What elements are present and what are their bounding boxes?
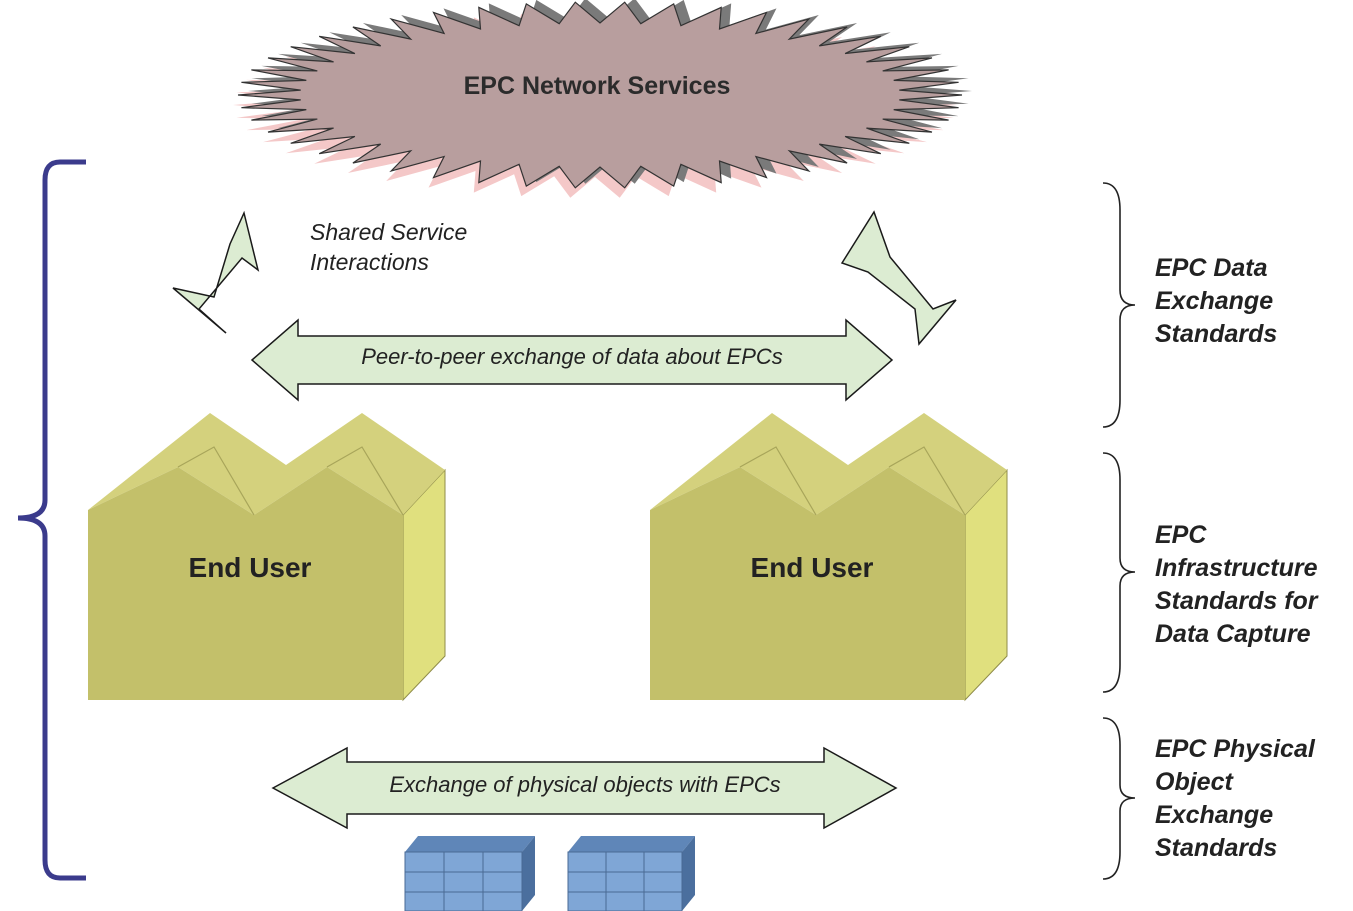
layer-label-line: Exchange [1155, 287, 1273, 315]
bracket-infrastructure [1102, 452, 1136, 693]
peer-to-peer-label: Peer-to-peer exchange of data about EPCs [361, 344, 783, 369]
layer-label-line: Object [1155, 768, 1234, 796]
layer-label-line: EPC [1155, 521, 1207, 549]
end-user-factory-left: End User [88, 413, 446, 702]
cloud-shape [237, 1, 963, 189]
outer-bracket [17, 159, 86, 881]
bracket-data-exchange [1102, 182, 1136, 428]
shared-service-arrow-right [840, 210, 957, 346]
bracket-physical-object [1102, 717, 1136, 880]
physical-exchange-arrow [271, 746, 898, 830]
layer-label-line: Standards [1155, 320, 1277, 348]
shared-service-arrow-left [172, 210, 260, 334]
physical-object-box-left [404, 836, 535, 911]
layer-label-data-exchange: EPC Data Exchange Standards [1155, 254, 1277, 348]
network-services-label: EPC Network Services [464, 72, 731, 100]
layer-label-line: Standards for [1155, 587, 1319, 615]
end-user-label-left: End User [189, 552, 312, 583]
layer-label-line: Infrastructure [1155, 554, 1318, 582]
layer-label-line: Data Capture [1155, 620, 1311, 648]
layer-label-infrastructure: EPC Infrastructure Standards for Data Ca… [1155, 521, 1319, 648]
end-user-factory-right: End User [650, 413, 1008, 702]
physical-object-box-right [567, 836, 695, 911]
factory-roof [88, 413, 445, 515]
shared-service-label-line2: Interactions [310, 249, 429, 275]
end-user-label-right: End User [751, 552, 874, 583]
physical-exchange-label: Exchange of physical objects with EPCs [389, 772, 780, 797]
factory-front [650, 467, 965, 700]
network-services-cloud: EPC Network Services [233, 0, 972, 198]
factory-front [88, 467, 403, 700]
layer-label-line: EPC Physical [1155, 735, 1316, 763]
peer-to-peer-arrow [250, 318, 894, 402]
factory-roof [650, 413, 1007, 515]
layer-label-line: Standards [1155, 834, 1277, 862]
layer-label-line: Exchange [1155, 801, 1273, 829]
layer-label-line: EPC Data [1155, 254, 1268, 282]
layer-label-physical-object: EPC Physical Object Exchange Standards [1155, 735, 1316, 862]
shared-service-label-line1: Shared Service [310, 219, 467, 245]
